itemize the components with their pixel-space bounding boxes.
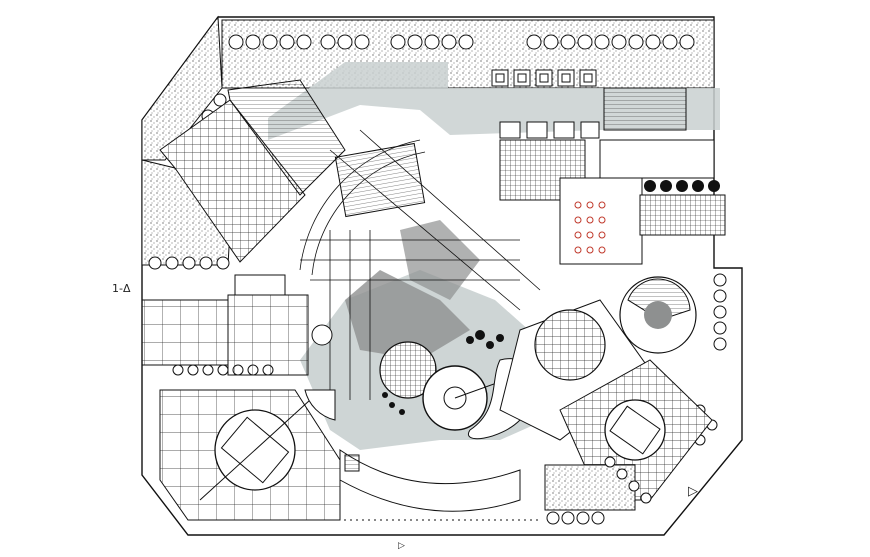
east-grid-circle <box>534 309 606 381</box>
west-landscape <box>141 15 223 161</box>
north-landscape-strip <box>221 19 715 89</box>
planter-boxes <box>491 69 597 87</box>
west-radial-lines <box>227 79 346 196</box>
shrub-cluster <box>382 330 504 415</box>
circular-pavilion <box>379 341 437 399</box>
stair-block <box>603 87 687 131</box>
service-block <box>599 139 715 179</box>
west-terrace-grid <box>141 299 229 366</box>
south-curved-wall <box>339 449 521 512</box>
event-hall <box>559 177 643 265</box>
section-marker: 1-Δ <box>112 282 131 295</box>
west-central-grid <box>227 294 309 376</box>
tree-row-south <box>546 456 652 525</box>
west-circle-planter <box>311 324 333 346</box>
tree-row-northeast <box>644 180 720 192</box>
tree-row-top <box>228 34 695 50</box>
section-arrow-bottom-icon: ▷ <box>398 541 405 551</box>
west-grid-wedge <box>159 99 306 263</box>
seating-red <box>574 201 606 254</box>
west-arc-wall <box>304 389 336 421</box>
west-slope-stipple <box>141 159 231 266</box>
central-walkway-dark <box>345 270 470 360</box>
central-hall <box>334 142 426 218</box>
east-wing-grid <box>639 194 726 236</box>
south-stair <box>344 454 360 472</box>
kiosk <box>234 274 286 296</box>
section-arrow-right-icon: ▷ <box>688 484 698 499</box>
